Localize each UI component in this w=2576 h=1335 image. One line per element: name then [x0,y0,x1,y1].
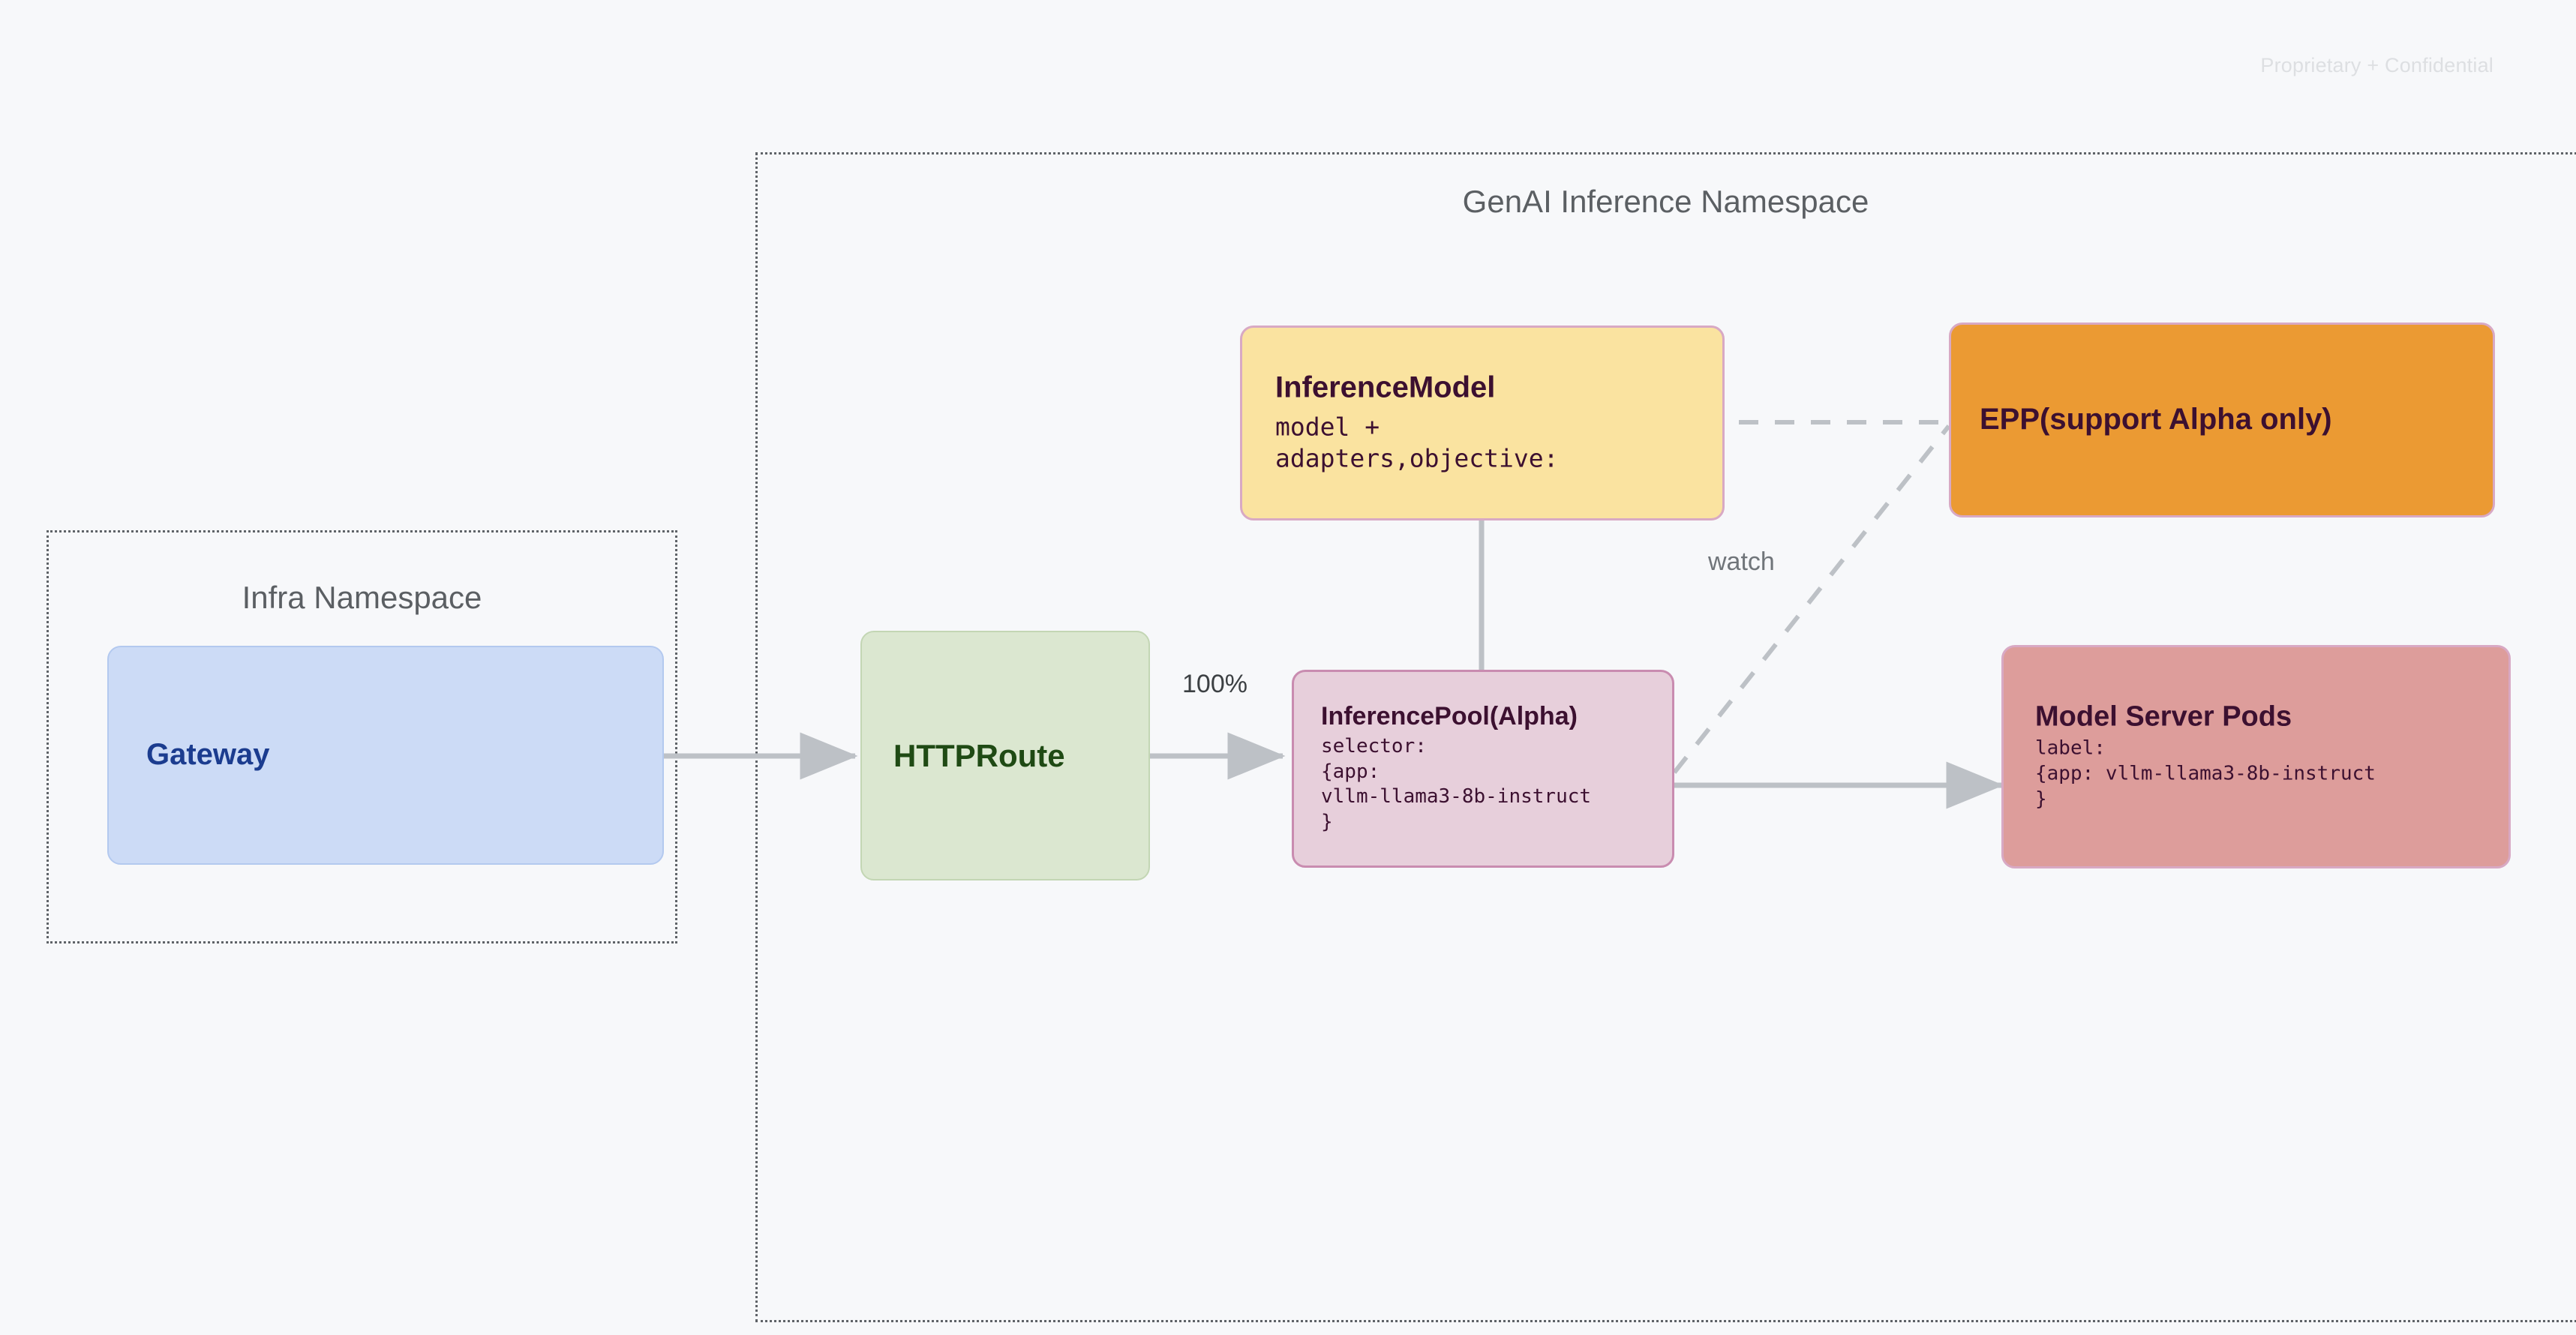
node-inferencepool-body: selector: {app: vllm-llama3-8b-instruct … [1321,734,1592,834]
confidentiality-watermark: Proprietary + Confidential [2260,54,2493,76]
node-modelserverpods-body: label: {app: vllm-llama3-8b-instruct } [2035,736,2376,811]
node-epp-title: EPP(support Alpha only) [1980,403,2332,436]
edge-label-traffic-weight: 100% [1182,670,1247,698]
namespace-infra-title: Infra Namespace [242,580,482,615]
node-inferencemodel-content: InferenceModel model + adapters,objectiv… [1275,370,1704,475]
node-inferencepool[interactable]: InferencePool(Alpha) selector: {app: vll… [1292,670,1674,868]
node-inferencepool-title: InferencePool(Alpha) [1321,702,1578,731]
node-inferencemodel[interactable]: InferenceModel model + adapters,objectiv… [1240,326,1725,520]
node-inferencemodel-body: model + adapters,objective: [1275,411,1559,473]
node-httproute-title: HTTPRoute [893,737,1065,773]
node-gateway-title: Gateway [146,738,270,772]
node-httproute[interactable]: HTTPRoute [860,631,1150,880]
node-inferencepool-content: InferencePool(Alpha) selector: {app: vll… [1321,702,1654,836]
edge-label-watch: watch [1708,548,1775,576]
node-inferencemodel-title: InferenceModel [1275,370,1496,404]
node-epp-content: EPP(support Alpha only) [1980,403,2475,437]
namespace-genai [755,152,2576,1322]
namespace-infra [47,530,677,944]
node-httproute-content: HTTPRoute [893,738,1130,774]
node-epp[interactable]: EPP(support Alpha only) [1949,322,2495,518]
node-gateway-content: Gateway [146,738,644,772]
node-gateway[interactable]: Gateway [107,646,664,865]
namespace-genai-title: GenAI Inference Namespace [1462,184,1869,219]
node-modelserverpods-title: Model Server Pods [2035,700,2292,733]
node-modelserverpods[interactable]: Model Server Pods label: {app: vllm-llam… [2001,645,2511,868]
node-modelserverpods-content: Model Server Pods label: {app: vllm-llam… [2035,701,2490,813]
